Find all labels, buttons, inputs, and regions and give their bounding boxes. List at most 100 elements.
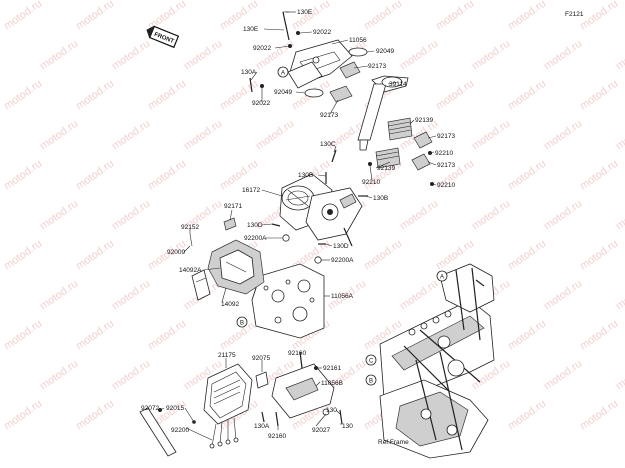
watermark-text: motod.ru [110, 358, 152, 393]
watermark-text: motod.ru [614, 38, 625, 73]
label-92160-top: 92160 [288, 350, 306, 357]
label-130e-side: 130E [243, 26, 259, 33]
watermark-text: motod.ru [362, 238, 404, 273]
label-92173-right-b: 92173 [437, 162, 455, 169]
label-92200a-right: 92200A [331, 257, 354, 264]
label-92160-bottom: 92160 [268, 433, 286, 440]
ecu-group [139, 351, 343, 457]
label-11056a: 11056A [331, 293, 354, 300]
label-92152: 92152 [181, 224, 199, 231]
label-130d-left: 130D [247, 222, 263, 229]
watermark-text: motod.ru [578, 238, 620, 273]
watermark-text: motod.ru [2, 318, 44, 353]
label-92200: 92200 [171, 427, 189, 434]
callout-b-frame: B [369, 379, 373, 385]
watermark-text: motod.ru [38, 358, 80, 393]
watermark-text: motod.ru [146, 158, 188, 193]
watermark-text: motod.ru [614, 278, 625, 313]
steering-upper-group [249, 11, 434, 186]
label-92049-left: 92049 [274, 89, 292, 96]
watermark-text: motod.ru [2, 158, 44, 193]
watermark-text: motod.ru [614, 198, 625, 233]
watermark-text: motod.ru [110, 278, 152, 313]
watermark-text: motod.ru [110, 38, 152, 73]
watermark-text: motod.ru [470, 198, 512, 233]
watermark-text: motod.ru [578, 158, 620, 193]
ref-frame-label: Ref.Frame [378, 439, 409, 446]
label-130a-top: 130A [241, 69, 257, 76]
label-92161: 92161 [323, 365, 341, 372]
label-92173-top: 92173 [368, 63, 386, 70]
watermark-text: motod.ru [506, 318, 548, 353]
watermark-text: motod.ru [542, 198, 584, 233]
watermark-text: motod.ru [218, 78, 260, 113]
label-39114: 39114 [389, 81, 407, 88]
watermark-text: motod.ru [506, 78, 548, 113]
watermark-text: motod.ru [290, 0, 332, 32]
leader-lines [159, 11, 437, 441]
label-130b-top: 130B [298, 172, 313, 179]
label-92027: 92027 [312, 427, 330, 434]
cover-group [191, 239, 265, 301]
watermark-text: motod.ru [398, 278, 440, 313]
watermark-text: motod.ru [434, 0, 476, 32]
watermark-text: motod.ru [254, 118, 296, 153]
watermark-text: motod.ru [542, 118, 584, 153]
watermark-text: motod.ru [614, 358, 625, 393]
watermark-text: motod.ru [398, 198, 440, 233]
watermark-text: motod.ru [542, 278, 584, 313]
watermark-text: motod.ru [74, 158, 116, 193]
label-130d-right: 130D [333, 243, 349, 250]
label-92173-mid: 92173 [320, 112, 338, 119]
watermark-text: motod.ru [38, 198, 80, 233]
label-92210-c: 92210 [437, 182, 455, 189]
watermark-text: motod.ru [74, 398, 116, 433]
mounting-plate-group [236, 263, 325, 339]
watermark-text: motod.ru [578, 0, 620, 32]
label-92072: 92072 [141, 405, 159, 412]
watermark-text: motod.ru [182, 38, 224, 73]
watermark-text: motod.ru [578, 398, 620, 433]
watermark-text: motod.ru [74, 0, 116, 32]
label-11056b: 11056B [321, 380, 343, 387]
label-14092a: 14092A [179, 267, 202, 274]
label-92022-left: 92022 [253, 45, 271, 52]
callout-b-plate: B [240, 321, 244, 327]
watermark-text: motod.ru [506, 158, 548, 193]
callout-c-frame: C [369, 359, 374, 365]
frame-group [365, 263, 495, 459]
label-16172: 16172 [242, 187, 260, 194]
watermark-text: motod.ru [74, 78, 116, 113]
watermark-text: motod.ru [362, 0, 404, 32]
watermark-text: motod.ru [542, 358, 584, 393]
label-130c: 130C [320, 141, 336, 148]
boot-lower [375, 147, 401, 169]
watermark-text: motod.ru [470, 38, 512, 73]
part-labels: 130E 130E 92022 11056 92022 92049 92173 … [141, 9, 455, 440]
watermark-text: motod.ru [146, 78, 188, 113]
watermark-text: motod.ru [74, 318, 116, 353]
watermark-text: motod.ru [38, 278, 80, 313]
label-92139-top: 92139 [415, 117, 433, 124]
label-92139-bottom: 92139 [377, 165, 395, 172]
watermark-text: motod.ru [38, 118, 80, 153]
label-92022-bottom: 92022 [252, 100, 270, 107]
label-92022-top: 92022 [313, 29, 331, 36]
watermark-text: motod.ru [506, 398, 548, 433]
label-14092: 14092 [221, 301, 239, 308]
watermark-text: motod.ru [506, 238, 548, 273]
label-130a-bottom: 130A [254, 423, 270, 430]
watermark-text: motod.ru [2, 398, 44, 433]
watermark-text: motod.ru [506, 0, 548, 32]
label-92015: 92015 [166, 405, 184, 412]
watermark-text: motod.ru [2, 0, 44, 32]
watermark-text: motod.ru [2, 78, 44, 113]
watermark-text: motod.ru [614, 118, 625, 153]
boot-upper [387, 117, 413, 141]
watermark-text: motod.ru [434, 78, 476, 113]
label-130b-right: 130B [373, 195, 388, 202]
callout-a-frame: A [440, 275, 444, 281]
watermark-text: motod.ru [110, 198, 152, 233]
watermark-text: motod.ru [398, 38, 440, 73]
